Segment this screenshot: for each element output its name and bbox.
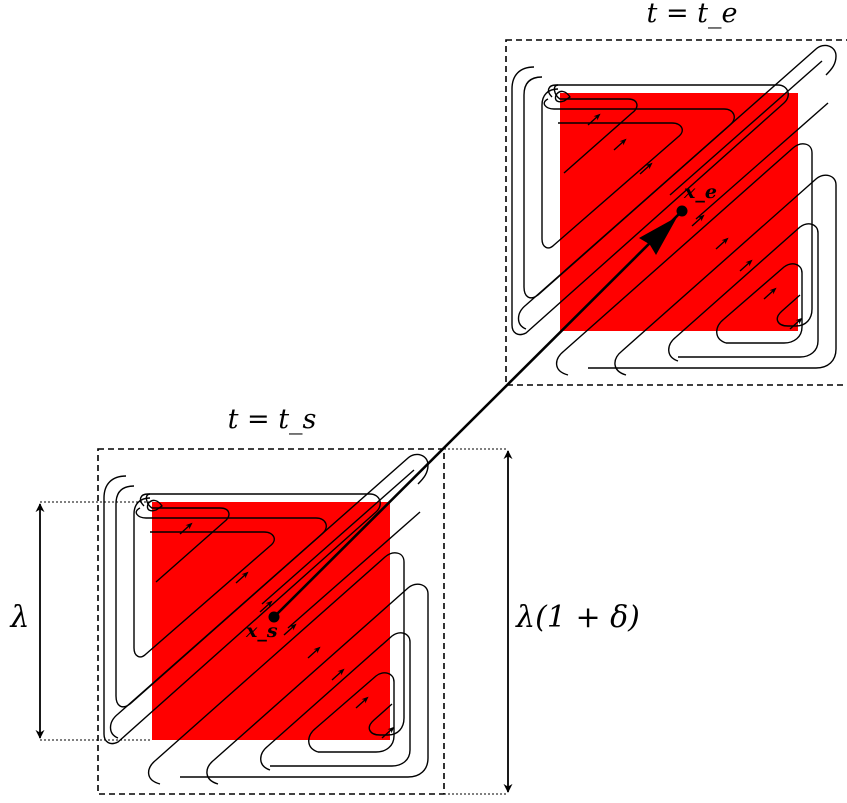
trajectory-line <box>273 210 683 618</box>
lambda-dimension <box>35 501 152 741</box>
start-time-label: t = t_s <box>228 404 317 435</box>
flow-arrow <box>715 237 729 250</box>
flow-arrow <box>613 138 627 151</box>
end-flow-arrows <box>587 113 803 330</box>
flow-arrow <box>587 113 601 126</box>
start-point-label: x_s <box>245 620 278 642</box>
flow-arrow <box>763 287 777 300</box>
flow-arrow <box>691 214 705 227</box>
trajectory-arrowhead <box>639 216 678 255</box>
flow-arrow <box>179 522 193 535</box>
end-dashed-boundary <box>505 39 847 386</box>
flow-arrow <box>789 317 803 330</box>
start-dashed-boundary <box>97 448 445 795</box>
flow-arrow <box>259 600 273 613</box>
lambda-label: λ <box>9 600 29 635</box>
flow-arrow <box>283 623 297 636</box>
end-group <box>505 39 847 386</box>
end-point-label: x_e <box>683 181 717 203</box>
flow-arrow <box>381 726 395 739</box>
flow-arrow <box>307 646 321 659</box>
lambda-delta-dimension <box>444 448 513 795</box>
lambda-delta-label: λ(1 + δ) <box>515 600 640 635</box>
flow-arrow <box>639 162 653 175</box>
flow-arrow <box>235 571 249 584</box>
flow-arrow <box>331 668 345 681</box>
trajectory <box>268 205 688 623</box>
start-scan-path <box>103 453 429 785</box>
end-scan-path <box>511 44 837 376</box>
start-point <box>268 611 280 623</box>
end-time-label: t = t_e <box>647 0 738 29</box>
flow-arrow <box>355 696 369 709</box>
start-flow-arrows <box>179 522 395 739</box>
flow-arrow <box>739 259 753 272</box>
end-point <box>676 205 688 217</box>
